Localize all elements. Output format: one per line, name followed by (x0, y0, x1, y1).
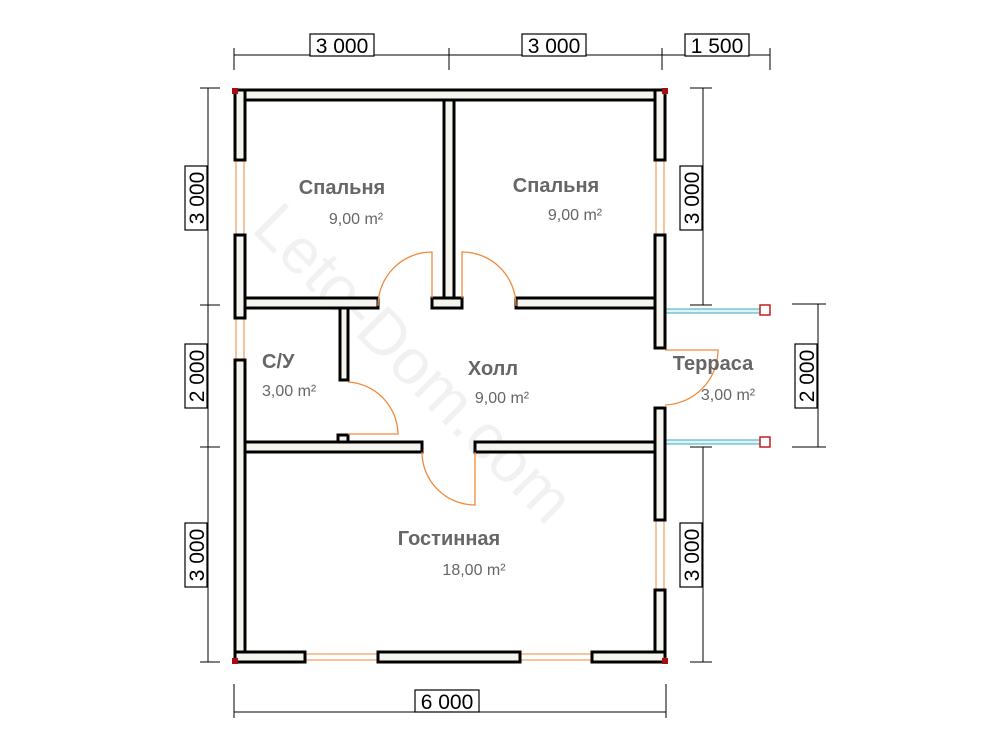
svg-text:3 000: 3 000 (681, 172, 704, 225)
dimension-label-top-3: 1 500 (684, 33, 750, 58)
doors (347, 251, 719, 506)
dimension-label-left-3: 3 000 (184, 522, 209, 588)
room-bedroom-2: Спальня 9,00 m² (513, 175, 603, 224)
door-bedroom-2 (461, 251, 517, 307)
svg-text:3 000: 3 000 (316, 35, 369, 58)
svg-text:18,00 m²: 18,00 m² (442, 562, 506, 579)
dimension-label-right-1: 3 000 (679, 165, 704, 231)
dimension-label-bottom: 6 000 (414, 689, 480, 714)
svg-text:9,00 m²: 9,00 m² (548, 207, 603, 224)
svg-text:6 000: 6 000 (421, 691, 474, 714)
dimension-label-top-1: 3 000 (309, 33, 375, 58)
door-terrace (664, 349, 719, 406)
room-living-room: Гостинная 18,00 m² (398, 528, 506, 579)
svg-text:3 000: 3 000 (186, 172, 209, 225)
terrace-railings (663, 304, 771, 448)
door-bedroom-1 (377, 251, 433, 307)
svg-text:Холл: Холл (468, 358, 518, 380)
svg-text:Гостинная: Гостинная (398, 528, 500, 550)
svg-text:3 000: 3 000 (186, 529, 209, 582)
dimension-label-terrace: 2 000 (794, 343, 819, 409)
room-bedroom-1: Спальня 9,00 m² (299, 177, 385, 228)
room-hall: Холл 9,00 m² (468, 358, 530, 407)
svg-text:3,00 m²: 3,00 m² (701, 387, 756, 404)
svg-text:1 500: 1 500 (691, 35, 744, 58)
dimension-label-right-2: 3 000 (679, 522, 704, 588)
svg-text:Спальня: Спальня (299, 177, 385, 199)
door-bathroom (347, 381, 399, 435)
svg-text:С/У: С/У (262, 351, 295, 373)
svg-text:9,00 m²: 9,00 m² (475, 390, 530, 407)
svg-text:9,00 m²: 9,00 m² (329, 211, 384, 228)
svg-text:2 000: 2 000 (186, 350, 209, 403)
room-terrace: Терраса 3,00 m² (673, 353, 756, 404)
svg-text:Терраса: Терраса (673, 353, 754, 375)
svg-text:Спальня: Спальня (513, 175, 599, 197)
door-living-room (421, 451, 476, 506)
svg-text:3,00 m²: 3,00 m² (262, 383, 317, 400)
dimension-label-left-2: 2 000 (184, 343, 209, 409)
dimension-label-top-2: 3 000 (521, 33, 587, 58)
dimension-label-left-1: 3 000 (184, 165, 209, 231)
walls (232, 88, 668, 664)
room-bathroom: С/У 3,00 m² (262, 351, 317, 400)
svg-text:2 000: 2 000 (796, 350, 819, 403)
svg-text:3 000: 3 000 (528, 35, 581, 58)
svg-text:3 000: 3 000 (681, 529, 704, 582)
